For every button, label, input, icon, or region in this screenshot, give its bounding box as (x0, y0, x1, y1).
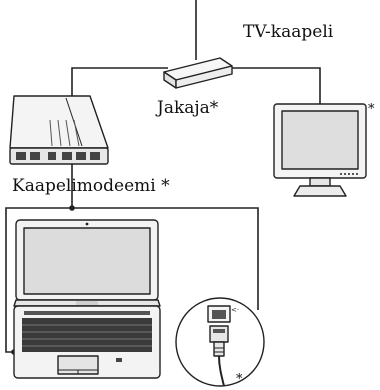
cable-modem-device (9, 95, 109, 165)
junction-to-laptop-line (5, 207, 72, 353)
junction-dot (69, 205, 75, 211)
tv-cable-label: TV-kaapeli (243, 22, 334, 42)
splitter-device (163, 57, 233, 89)
laptop-device (13, 219, 161, 379)
svg-text:<·: <· (231, 306, 239, 314)
tv-asterisk-label: * (368, 102, 375, 117)
ethernet-port-detail: <· (175, 297, 265, 387)
splitter-label: Jakaja* (155, 98, 219, 118)
connection-lines (5, 0, 321, 353)
splitter-to-modem-line (71, 67, 168, 96)
tv-monitor-device (273, 103, 367, 197)
cable-modem-label: Kaapelimodeemi * (12, 176, 170, 196)
junction-to-ethernet-line (72, 207, 259, 310)
splitter-to-tv-line (228, 67, 321, 104)
cable-asterisk-label: * (236, 372, 243, 387)
